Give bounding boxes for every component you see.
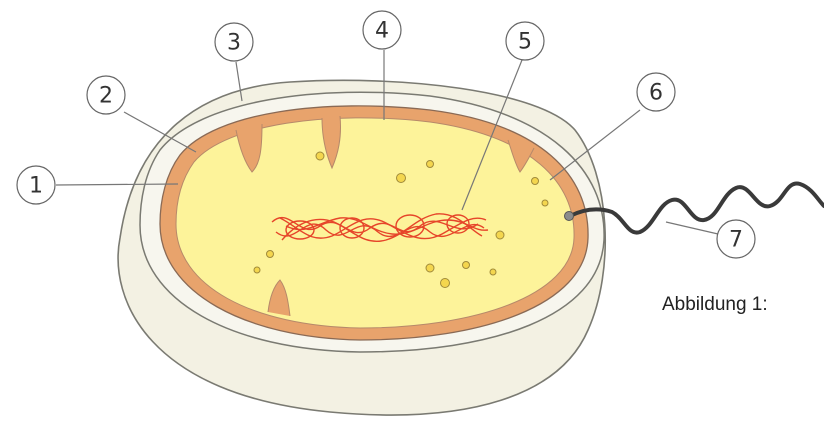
granule	[496, 231, 504, 239]
granule	[542, 200, 548, 206]
callout-4: 4	[363, 11, 401, 49]
callout-number: 3	[227, 31, 241, 56]
callout-1: 1	[17, 166, 55, 204]
callout-5: 5	[506, 22, 544, 60]
callout-6: 6	[637, 73, 675, 111]
flagellum	[570, 184, 824, 233]
callout-number: 5	[518, 30, 532, 55]
callout-2: 2	[87, 76, 125, 114]
granule	[490, 269, 496, 275]
granule	[426, 264, 434, 272]
flagellum-basal-body	[565, 212, 574, 221]
callout-7: 7	[717, 220, 755, 258]
callout-3: 3	[215, 23, 253, 61]
callout-number: 1	[29, 174, 43, 199]
granule	[316, 152, 324, 160]
callout-number: 7	[729, 228, 743, 253]
callout-number: 4	[375, 19, 389, 44]
callout-number: 2	[99, 84, 113, 109]
leader-line-7	[666, 222, 718, 234]
granule	[397, 174, 406, 183]
granule	[532, 178, 539, 185]
granule	[427, 161, 434, 168]
granule	[254, 267, 260, 273]
granule	[441, 279, 450, 288]
granule	[463, 262, 470, 269]
granule	[267, 251, 274, 258]
figure-caption: Abbildung 1:	[662, 294, 768, 316]
callout-number: 6	[649, 81, 663, 106]
